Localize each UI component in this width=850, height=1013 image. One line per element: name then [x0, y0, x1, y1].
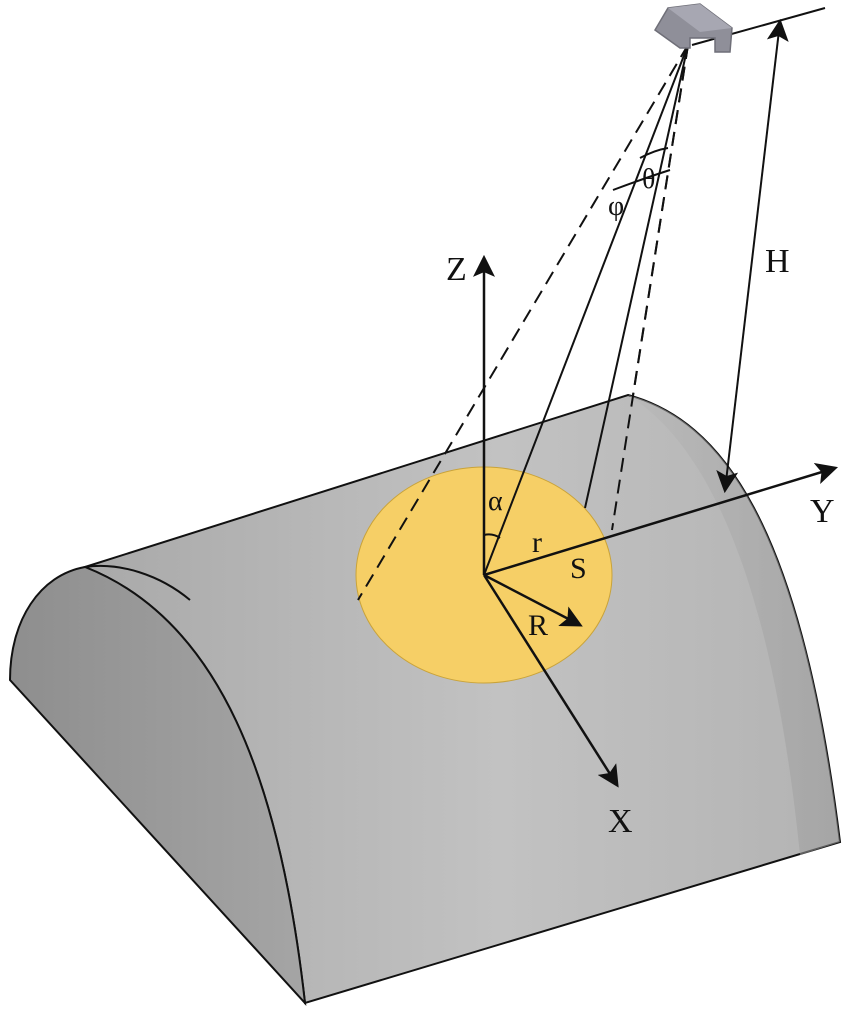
- beam-spot-ray: [584, 44, 689, 509]
- beam-outer-left-dashed: [357, 44, 689, 601]
- arc-length-label: S: [570, 552, 587, 585]
- beam-inner-right-dashed: [632, 44, 689, 396]
- theta-angle-arc: [639, 147, 669, 159]
- radius-r-arrow: [483, 573, 583, 627]
- y-axis-label: Y: [810, 493, 835, 530]
- half-cylinder-workpiece: [8, 393, 842, 1006]
- beam-center-ray: [483, 44, 689, 576]
- x-axis: [482, 574, 619, 788]
- coordinate-axes: [473, 254, 839, 788]
- cylinder-end-face: [8, 565, 307, 1006]
- alpha-angle-arc: [483, 533, 501, 539]
- height-label: H: [765, 243, 790, 280]
- height-dimension: [691, 7, 826, 494]
- cylinder-right-shade: [628, 395, 840, 855]
- theta-label: θ: [642, 164, 655, 195]
- beam-edges: [357, 44, 689, 601]
- phi-label: φ: [608, 191, 624, 222]
- cylinder-radius-label: R: [528, 609, 548, 642]
- spot-radius-label: r: [532, 526, 542, 559]
- z-axis-label: Z: [446, 251, 467, 288]
- height-dimension-line: [716, 18, 789, 494]
- phi-angle-arc: [612, 169, 671, 191]
- alpha-label: α: [488, 486, 503, 517]
- beam-rays: [483, 44, 689, 576]
- sensor-head-icon: [654, 3, 733, 53]
- x-axis-label: X: [608, 803, 633, 840]
- end-face-edge: [84, 565, 191, 601]
